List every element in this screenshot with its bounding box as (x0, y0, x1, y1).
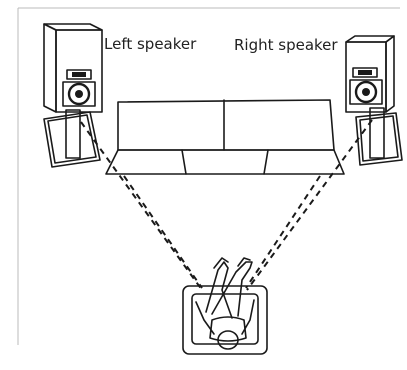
right-speaker-label: Right speaker (234, 36, 338, 54)
tv-cabinet (105, 99, 345, 175)
right-speaker (345, 35, 403, 166)
listening-lines (80, 119, 373, 291)
left-speaker-label: Left speaker (104, 35, 197, 53)
listener (182, 257, 268, 355)
room-border (17, 7, 400, 345)
left-speaker (43, 23, 103, 168)
